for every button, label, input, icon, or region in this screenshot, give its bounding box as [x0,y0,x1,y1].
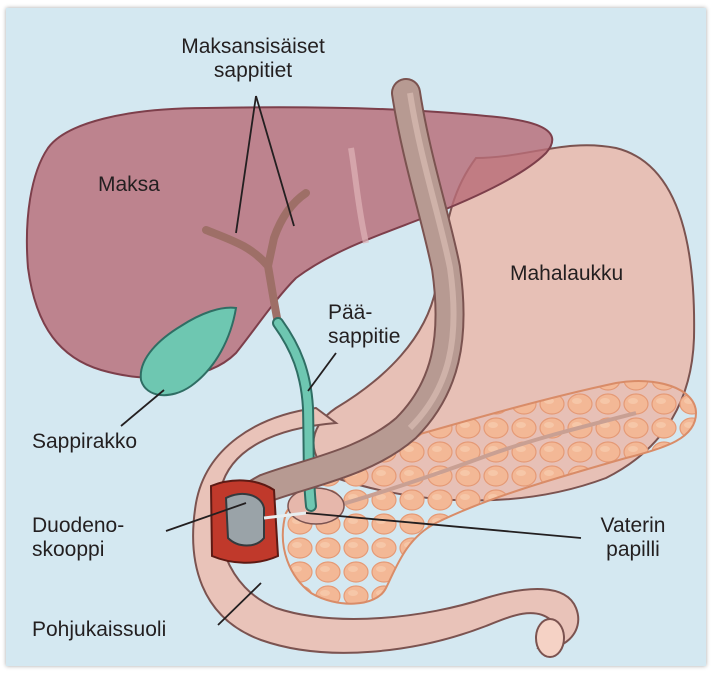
label-papilla: Vaterin papilli [588,514,678,562]
diagram-frame: Maksansisäiset sappitiet Maksa Mahalaukk… [6,8,706,666]
label-papilla-line2: papilli [588,538,678,562]
label-duodenoscope: Duodeno- skooppi [32,514,124,562]
label-intrahepatic-line2: sappitiet [158,59,348,83]
label-gallbladder: Sappirakko [32,430,137,454]
label-common-bile-duct: Pää- sappitie [328,301,400,349]
scope-tip [226,494,264,546]
label-duodenoscope-line2: skooppi [32,538,124,562]
label-duodenum: Pohjukaissuoli [32,618,166,642]
label-stomach: Mahalaukku [510,262,623,286]
label-cbd-line2: sappitie [328,325,400,349]
duodenum-opening [536,619,564,657]
label-papilla-line1: Vaterin [588,514,678,538]
label-cbd-line1: Pää- [328,301,400,325]
label-intrahepatic-line1: Maksansisäiset [158,35,348,59]
label-intrahepatic-ducts: Maksansisäiset sappitiet [158,35,348,83]
label-liver: Maksa [98,173,160,197]
label-duodenoscope-line1: Duodeno- [32,514,124,538]
